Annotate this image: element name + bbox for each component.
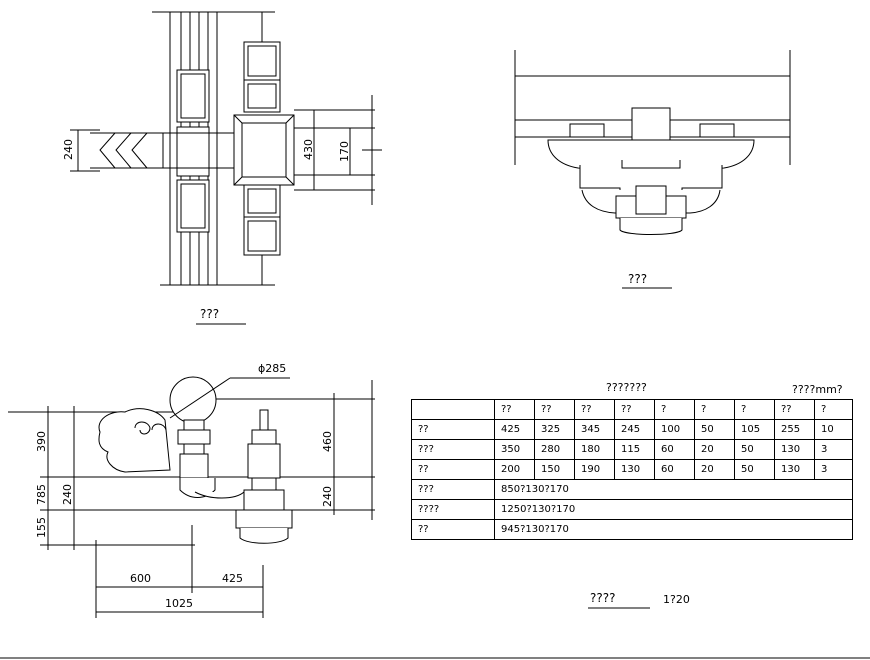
table-cell: 130 — [774, 439, 815, 460]
table-cell: 255 — [774, 419, 815, 440]
front-view-title: ???? — [590, 591, 615, 605]
table-cell: 10 — [814, 419, 853, 440]
table-cell: 190 — [574, 459, 615, 480]
table-row-merged: ??? 850?130?170 — [411, 479, 853, 500]
table-cell: 60 — [654, 439, 695, 460]
table-cell: 280 — [534, 439, 575, 460]
table-row-merged: ???? 1250?130?170 — [411, 499, 853, 520]
table-header-cell: ? — [694, 399, 735, 420]
table-cell-merged: 850?130?170 — [494, 479, 853, 500]
table-header-cell: ?? — [614, 399, 655, 420]
table-cell: ?? — [411, 419, 495, 440]
table-header-cell: ? — [814, 399, 853, 420]
plan-dim-170: 170 — [338, 141, 351, 162]
table-cell: 50 — [734, 439, 775, 460]
front-dim-240-right: 240 — [321, 486, 334, 507]
table-header-cell — [411, 399, 495, 420]
table-cell: 50 — [734, 459, 775, 480]
table-cell: 130 — [614, 459, 655, 480]
table-cell: 325 — [534, 419, 575, 440]
front-dim-390: 390 — [35, 431, 48, 452]
table-cell: 150 — [534, 459, 575, 480]
table-header-cell: ? — [654, 399, 695, 420]
plan-dim-240: 240 — [62, 139, 75, 160]
table-cell: 3 — [814, 459, 853, 480]
front-dim-phi-285: ϕ285 — [258, 362, 286, 375]
table-cell: 3 — [814, 439, 853, 460]
table-header-cell: ?? — [774, 399, 815, 420]
front-dim-600: 600 — [130, 572, 151, 585]
table-title: ??????? — [606, 381, 647, 394]
front-dim-785: 785 — [35, 484, 48, 505]
front-dim-155: 155 — [35, 517, 48, 538]
front-dim-1025: 1025 — [165, 597, 193, 610]
table-cell: 20 — [694, 459, 735, 480]
table-cell: ??? — [411, 439, 495, 460]
front-view: 390 785 155 240 460 240 ϕ285 600 425 102… — [8, 362, 375, 618]
table-header-row: ?? ?? ?? ?? ? ? ? ?? ? — [411, 399, 853, 420]
table-header-cell: ?? — [494, 399, 535, 420]
table-cell: 130 — [774, 459, 815, 480]
table-cell: ???? — [411, 499, 495, 520]
front-dim-425: 425 — [222, 572, 243, 585]
table-cell: 60 — [654, 459, 695, 480]
table-cell: ??? — [411, 479, 495, 500]
table-cell: 245 — [614, 419, 655, 440]
table-cell: 425 — [494, 419, 535, 440]
table-cell: 350 — [494, 439, 535, 460]
table-header-cell: ? — [734, 399, 775, 420]
table-header-cell: ?? — [534, 399, 575, 420]
table-row: ??? 350 280 180 115 60 20 50 130 3 — [411, 439, 853, 460]
table-cell: 105 — [734, 419, 775, 440]
front-view-scale: 1?20 — [663, 593, 690, 606]
front-dim-460: 460 — [321, 431, 334, 452]
table-row-merged: ?? 945?130?170 — [411, 519, 853, 540]
table-cell: 345 — [574, 419, 615, 440]
table-row: ?? 200 150 190 130 60 20 50 130 3 — [411, 459, 853, 480]
table-row: ?? 425 325 345 245 100 50 105 255 10 — [411, 419, 853, 440]
front-dim-240-left: 240 — [61, 484, 74, 505]
table-header-cell: ?? — [574, 399, 615, 420]
side-view-title: ??? — [628, 272, 647, 286]
table-cell: 200 — [494, 459, 535, 480]
table-cell: 180 — [574, 439, 615, 460]
table-cell: 50 — [694, 419, 735, 440]
table-unit: ????mm? — [792, 383, 843, 396]
side-view: ??? — [514, 50, 791, 289]
plan-view: 240 430 170 ??? — [62, 11, 382, 325]
table-cell-merged: 945?130?170 — [494, 519, 853, 540]
plan-view-title: ??? — [200, 307, 219, 321]
table-cell: ?? — [411, 459, 495, 480]
table-cell: 115 — [614, 439, 655, 460]
plan-dim-430: 430 — [302, 139, 315, 160]
table-cell: ?? — [411, 519, 495, 540]
spec-table: ?? ?? ?? ?? ? ? ? ?? ? ?? 425 325 345 24… — [411, 399, 853, 540]
table-cell: 100 — [654, 419, 695, 440]
table-cell: 20 — [694, 439, 735, 460]
table-cell-merged: 1250?130?170 — [494, 499, 853, 520]
